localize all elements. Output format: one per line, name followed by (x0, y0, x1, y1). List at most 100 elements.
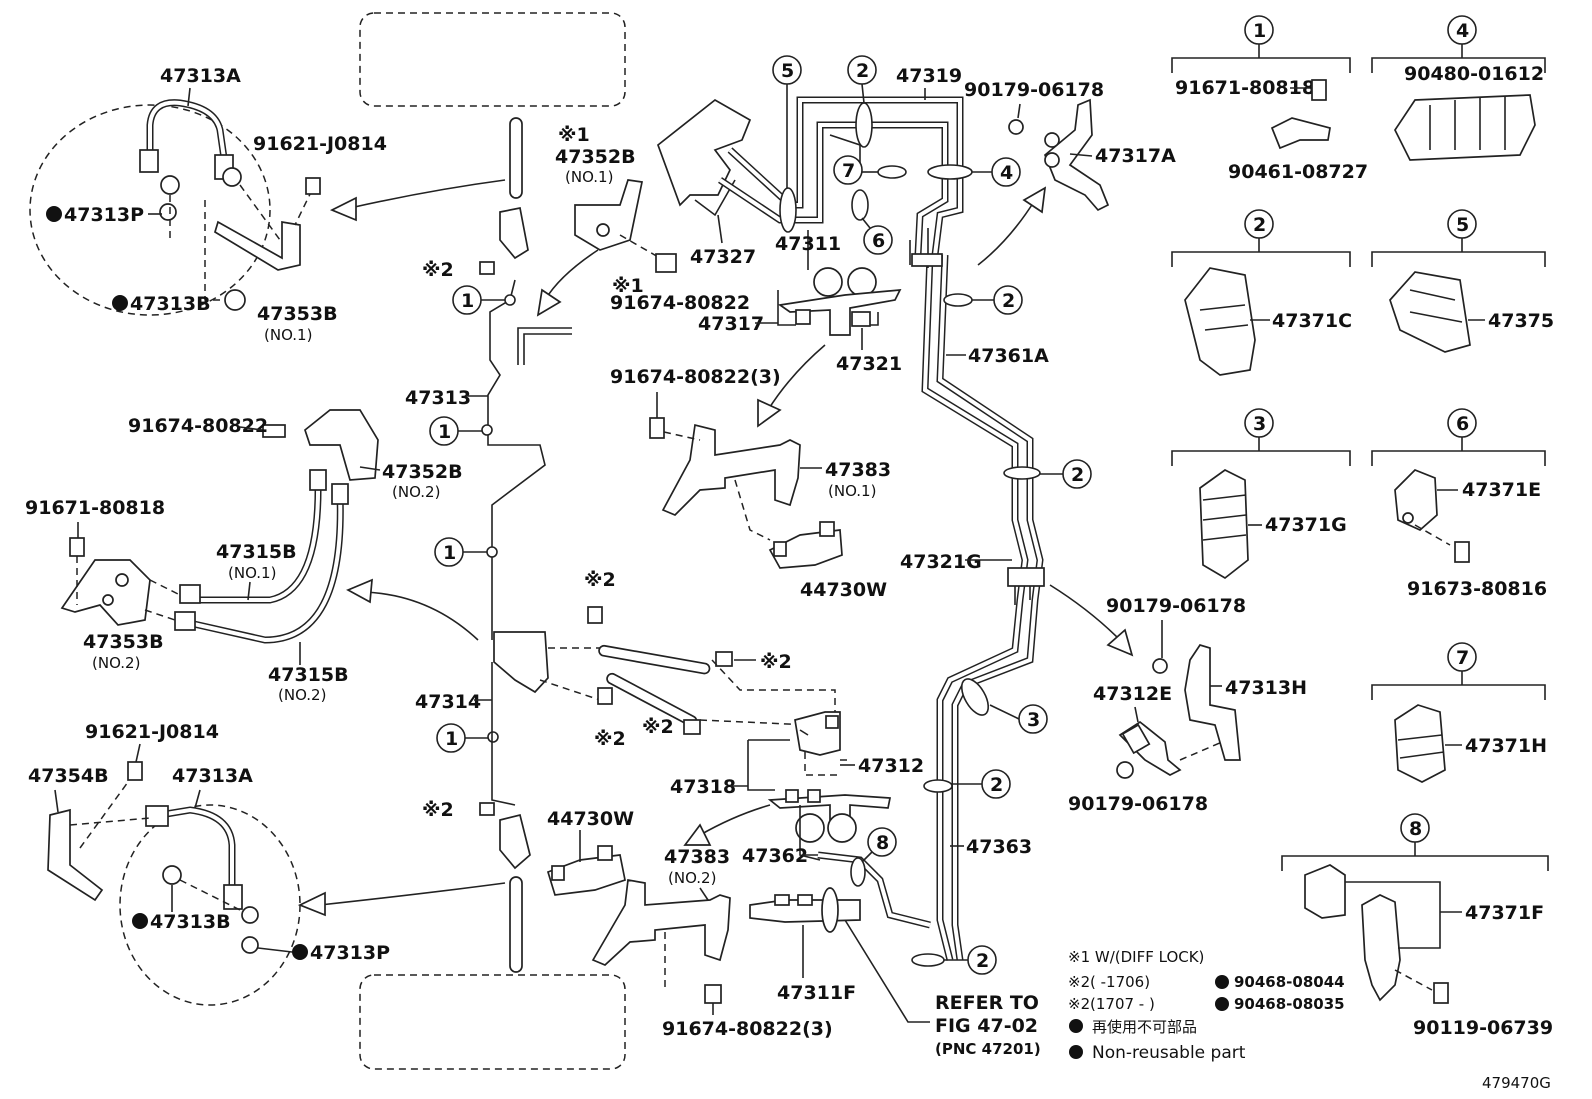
detail-circle-top-left (29, 104, 271, 316)
hose-47313A-top (146, 99, 229, 168)
callout-4-icon: 4 (972, 157, 1021, 187)
label-44730W-b: 44730W (547, 808, 634, 830)
clip-icon (683, 719, 701, 735)
svg-text:2: 2 (990, 774, 1003, 796)
label-no1-a: (NO.1) (264, 326, 312, 344)
label-m2-e: ※2 (642, 716, 674, 738)
master-cylinder-bracket-47327-icon (656, 98, 752, 207)
label-no2-c: (NO.2) (278, 686, 326, 704)
callout-3-icon: 3 (989, 704, 1048, 734)
svg-text:91673-80816: 91673-80816 (1407, 578, 1547, 600)
clamp-47371E-icon (1394, 469, 1438, 532)
bolt-icon (69, 537, 85, 557)
callout-2-icon: 2 (1040, 459, 1092, 489)
callout-8-icon: 8 (861, 827, 897, 863)
svg-text:47371C: 47371C (1272, 310, 1352, 332)
label-91674-2: 91674-80822 (128, 415, 268, 437)
svg-text:1: 1 (461, 290, 474, 312)
note-nonreusable-jp: 再使用不可部品 (1092, 1018, 1197, 1036)
label-47352B-no1: 47352B (555, 146, 636, 168)
label-47321G: 47321G (900, 551, 982, 573)
svg-text:5: 5 (1456, 214, 1469, 236)
note-m2a-range: ( -1706) (1090, 973, 1150, 991)
svg-text:47371H: 47371H (1465, 735, 1547, 757)
multi-clamp-icon (1394, 94, 1536, 161)
clamp-47371G-icon (1199, 469, 1249, 580)
clamp-47371C-icon (1184, 267, 1256, 376)
label-47318: 47318 (670, 776, 736, 798)
clip-icon (479, 802, 495, 816)
bracket-icon (499, 206, 529, 260)
arrow-icon (329, 196, 357, 222)
callout-2-icon: 2 (952, 769, 1011, 799)
label-m2-a: ※2 (422, 259, 454, 281)
label-47383-no1: 47383 (825, 459, 891, 481)
bolt-icon (649, 417, 665, 439)
gasket-47313P-bottom-icon (241, 936, 259, 954)
clamp-icon (1270, 117, 1331, 150)
label-47383-no2: 47383 (664, 846, 730, 868)
clip-icon (715, 651, 733, 667)
svg-text:3: 3 (1027, 709, 1040, 731)
nut-icon (1116, 761, 1134, 779)
svg-text:4: 4 (1000, 162, 1013, 184)
label-47313A-bottom: 47313A (172, 765, 253, 787)
label-47312: 47312 (858, 755, 924, 777)
callout-2-icon: 2 (847, 55, 877, 104)
note-m2b-symbol: ※2 (1068, 995, 1090, 1013)
label-91671-left: 91671-80818 (25, 497, 165, 519)
label-m2-c: ※2 (760, 651, 792, 673)
svg-text:47371E: 47371E (1462, 479, 1541, 501)
bolt-icon (704, 984, 722, 1004)
union-icon (222, 167, 242, 187)
callout-7-icon: 7 (833, 155, 878, 185)
kit-2: 2 47371C (1171, 209, 1352, 376)
svg-text:8: 8 (876, 832, 889, 854)
proportioning-valve-44730W-icon (768, 529, 843, 569)
gasket-icon (159, 203, 177, 221)
arrow-icon (1106, 628, 1134, 657)
tube-short-icon (598, 644, 711, 675)
label-no1-c: (NO.1) (228, 564, 276, 582)
arrow-icon (536, 288, 562, 317)
clamp-47375-icon (1389, 271, 1471, 353)
bolt-icon (1433, 982, 1449, 1004)
svg-text:2: 2 (856, 60, 869, 82)
label-m1-a: ※1 (558, 124, 590, 146)
label-47315B-no2: 47315B (268, 664, 349, 686)
label-47352B-no2: 47352B (382, 461, 463, 483)
clip-icon (597, 687, 613, 705)
label-47313B-top: 47313B (130, 293, 211, 315)
hose-fitting-top-icon (509, 117, 523, 199)
bracket-47383-no2-icon (591, 879, 731, 966)
label-47361A: 47361A (968, 345, 1049, 367)
kit-8: 8 47371F 90119-06739 (1281, 813, 1553, 1039)
note-m2b-part: 90468-08035 (1234, 995, 1345, 1013)
label-47354B: 47354B (28, 765, 109, 787)
svg-text:47371G: 47371G (1265, 514, 1347, 536)
union-icon (160, 175, 180, 195)
bolt-icon (1454, 541, 1470, 563)
label-m2-f: ※2 (422, 799, 454, 821)
label-m2-d: ※2 (594, 728, 626, 750)
kit-7: 7 47371H (1371, 642, 1547, 783)
svg-text:1: 1 (445, 728, 458, 750)
svg-text:6: 6 (872, 230, 885, 252)
refer-line1: REFER TO (935, 992, 1039, 1014)
junction-bracket-icon (493, 631, 549, 694)
label-m2-b: ※2 (584, 569, 616, 591)
label-47311: 47311 (775, 233, 841, 255)
bracket-47353B-icon (213, 220, 301, 271)
connector-icon (1007, 567, 1045, 587)
arrow-icon (297, 891, 326, 917)
label-91674-1: 91674-80822 (610, 292, 750, 314)
label-44730W-a: 44730W (800, 579, 887, 601)
kit-5: 5 47375 (1371, 209, 1554, 353)
label-47314: 47314 (415, 691, 481, 713)
callout-5-icon: 5 (772, 55, 802, 188)
svg-text:1: 1 (1253, 20, 1266, 42)
kit-1: 1 91671-80818 90461-08727 (1171, 15, 1368, 183)
svg-text:8: 8 (1409, 818, 1422, 840)
refer-line3: (PNC 47201) (935, 1040, 1041, 1058)
